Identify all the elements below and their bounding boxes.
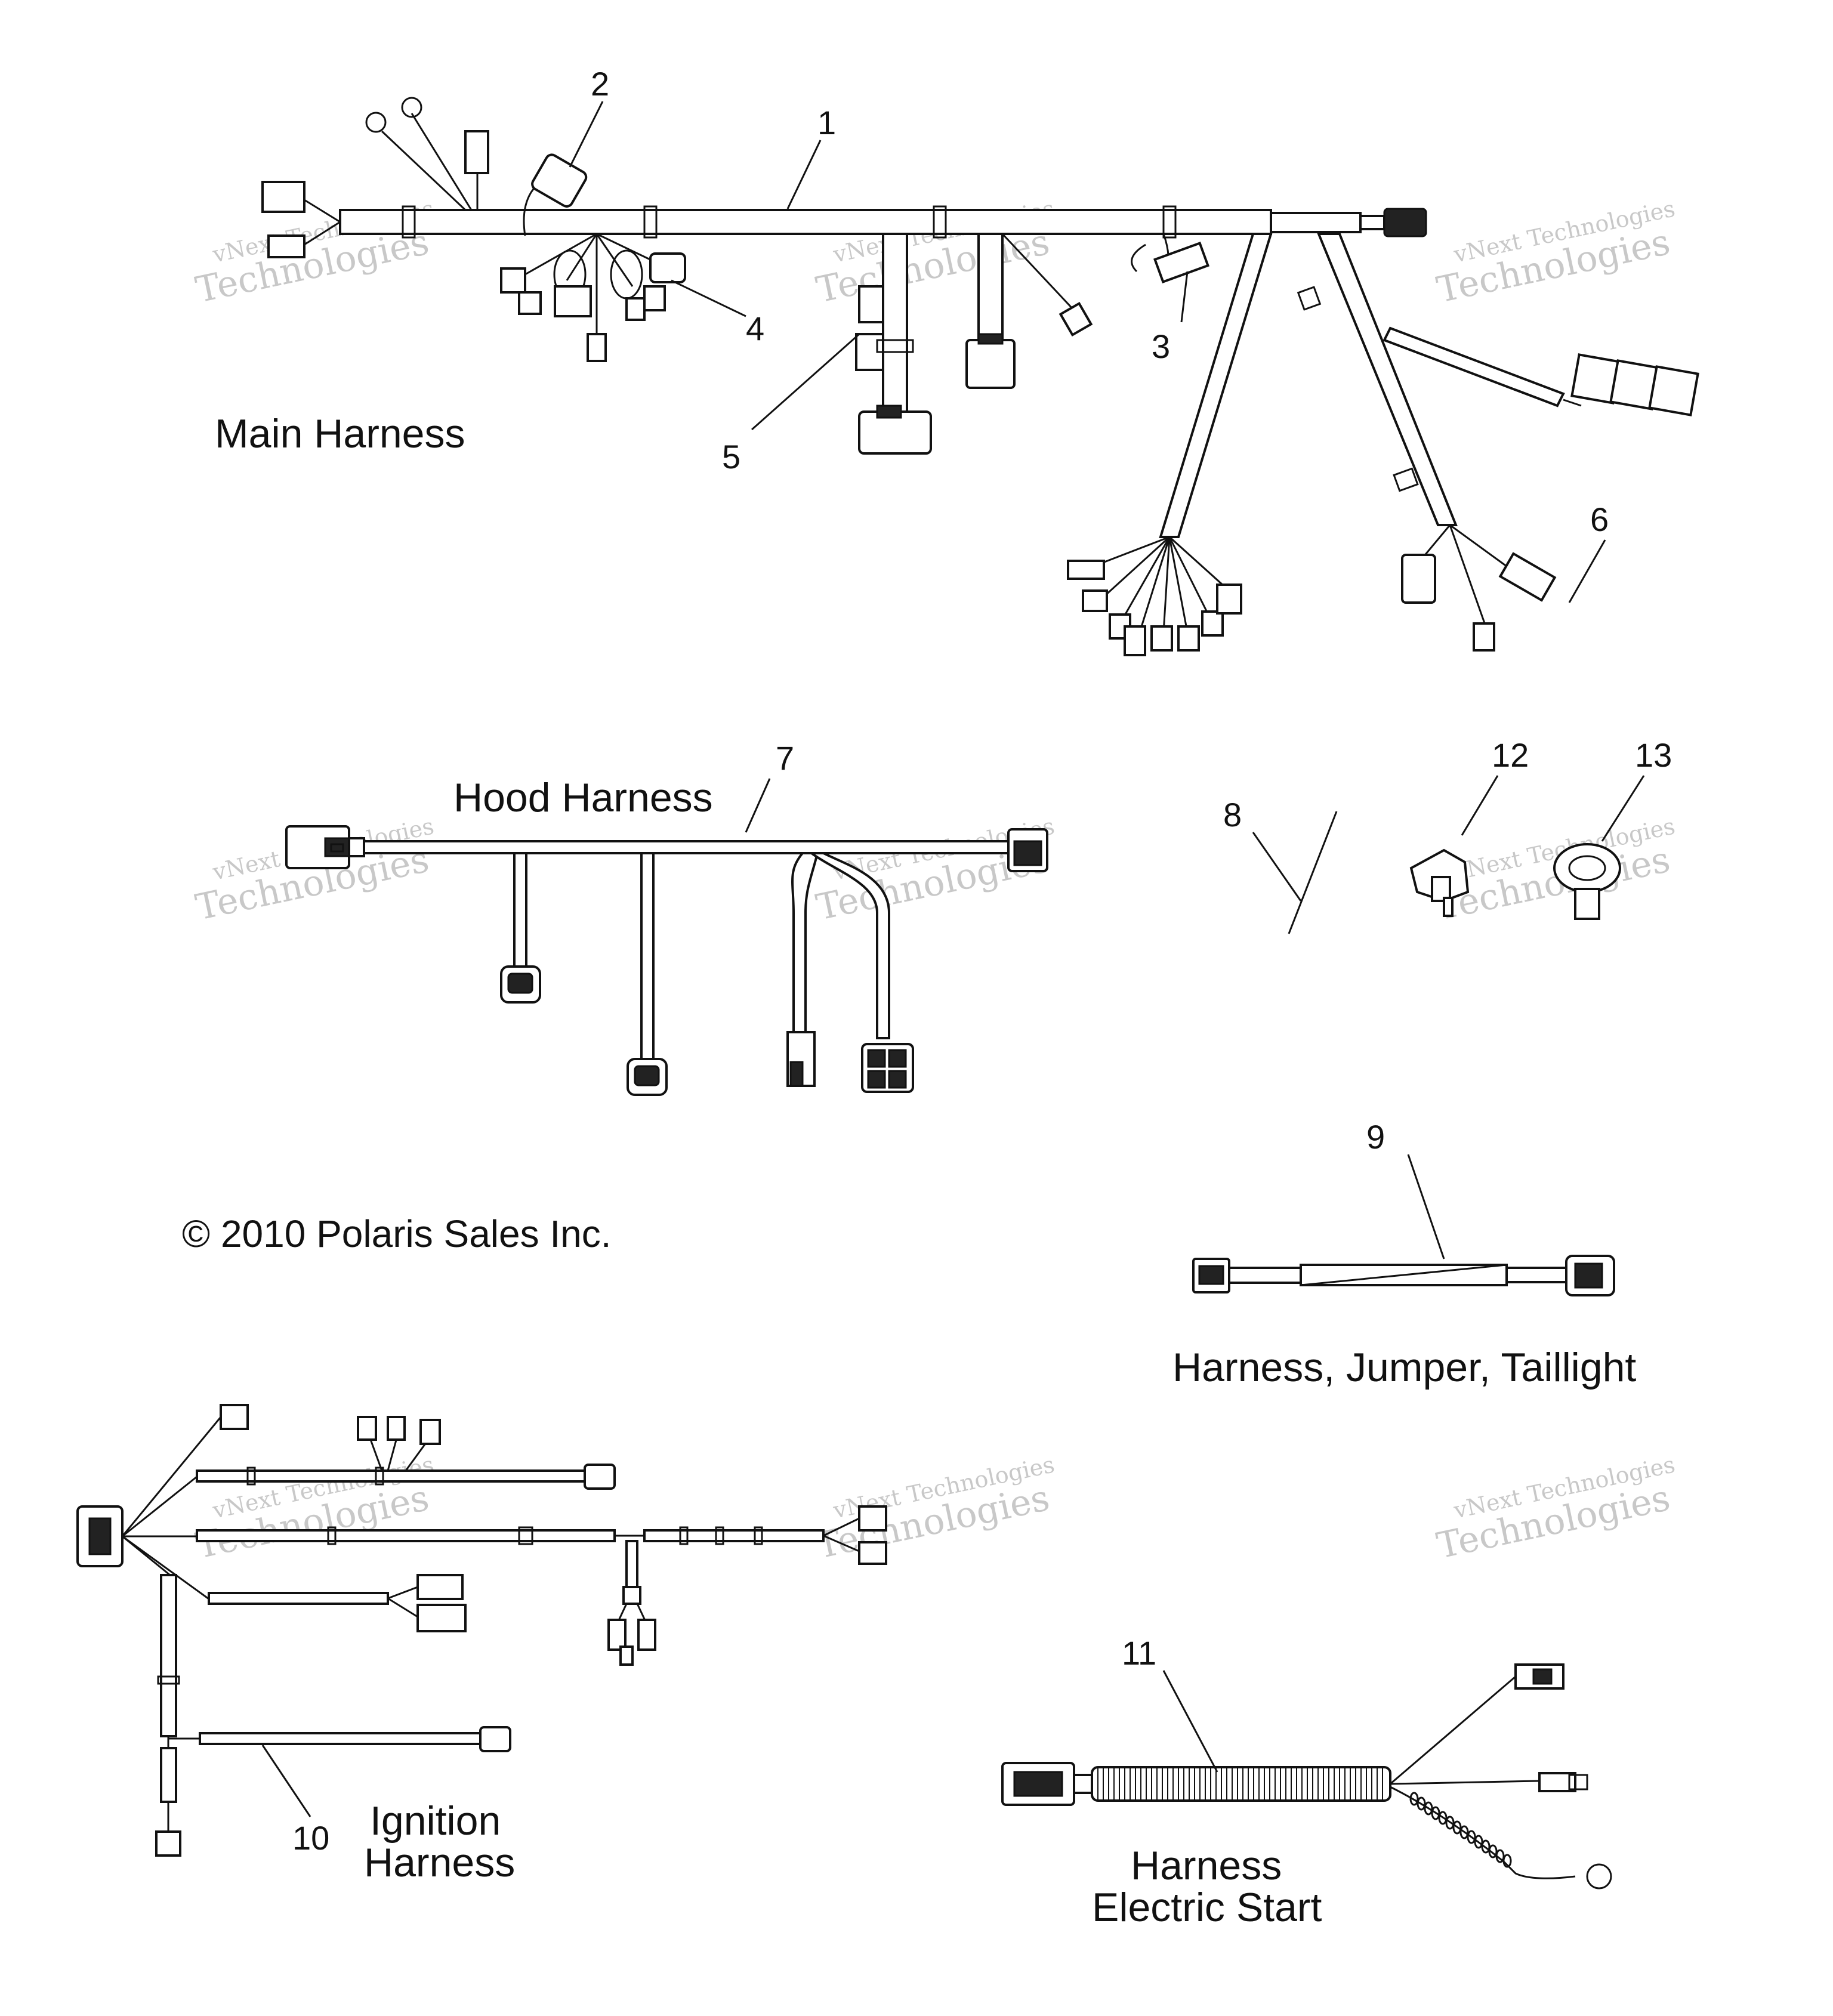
watermark: vNext Technologies Technologies — [1433, 195, 1677, 311]
hood-harness-title: Hood Harness — [453, 775, 713, 820]
svg-text:10: 10 — [292, 1819, 329, 1857]
taillight-harness-title: Harness, Jumper, Taillight — [1172, 1345, 1636, 1390]
electric-start-harness: 11 Harness Electric Start — [1001, 1634, 1612, 1930]
svg-text:2: 2 — [591, 65, 609, 103]
ignition-title-line1: Ignition — [370, 1798, 501, 1844]
svg-text:13: 13 — [1635, 736, 1672, 774]
svg-text:5: 5 — [722, 438, 740, 476]
watermark: vNext Technologies Technologies — [192, 1451, 436, 1567]
svg-text:9: 9 — [1366, 1118, 1385, 1156]
svg-text:8: 8 — [1223, 796, 1242, 833]
svg-text:7: 7 — [776, 739, 794, 777]
svg-text:4: 4 — [746, 310, 764, 347]
hood-harness: 7 Hood Harness — [285, 739, 1048, 1096]
main-harness-title: Main Harness — [215, 411, 465, 456]
watermark: vNext Technologies Technologies — [1433, 1451, 1677, 1567]
svg-text:3: 3 — [1152, 328, 1170, 365]
svg-text:11: 11 — [1122, 1634, 1156, 1672]
estart-title-line1: Harness — [1131, 1843, 1282, 1888]
copyright-text: © 2010 Polaris Sales Inc. — [182, 1212, 612, 1255]
svg-text:6: 6 — [1590, 501, 1609, 538]
ignition-title-line2: Harness — [364, 1840, 515, 1885]
main-harness: 1 2 3 4 5 6 Main Harness — [215, 65, 1699, 656]
small-parts: 8 12 13 — [1223, 736, 1672, 934]
watermark: vNext Technologies Technologies — [813, 1451, 1057, 1567]
ignition-harness: 10 Ignition Harness — [76, 1404, 887, 1885]
taillight-jumper-harness: 9 Harness, Jumper, Taillight — [1172, 1118, 1636, 1390]
svg-text:12: 12 — [1492, 736, 1529, 774]
svg-text:1: 1 — [817, 104, 836, 141]
estart-title-line2: Electric Start — [1092, 1885, 1322, 1930]
